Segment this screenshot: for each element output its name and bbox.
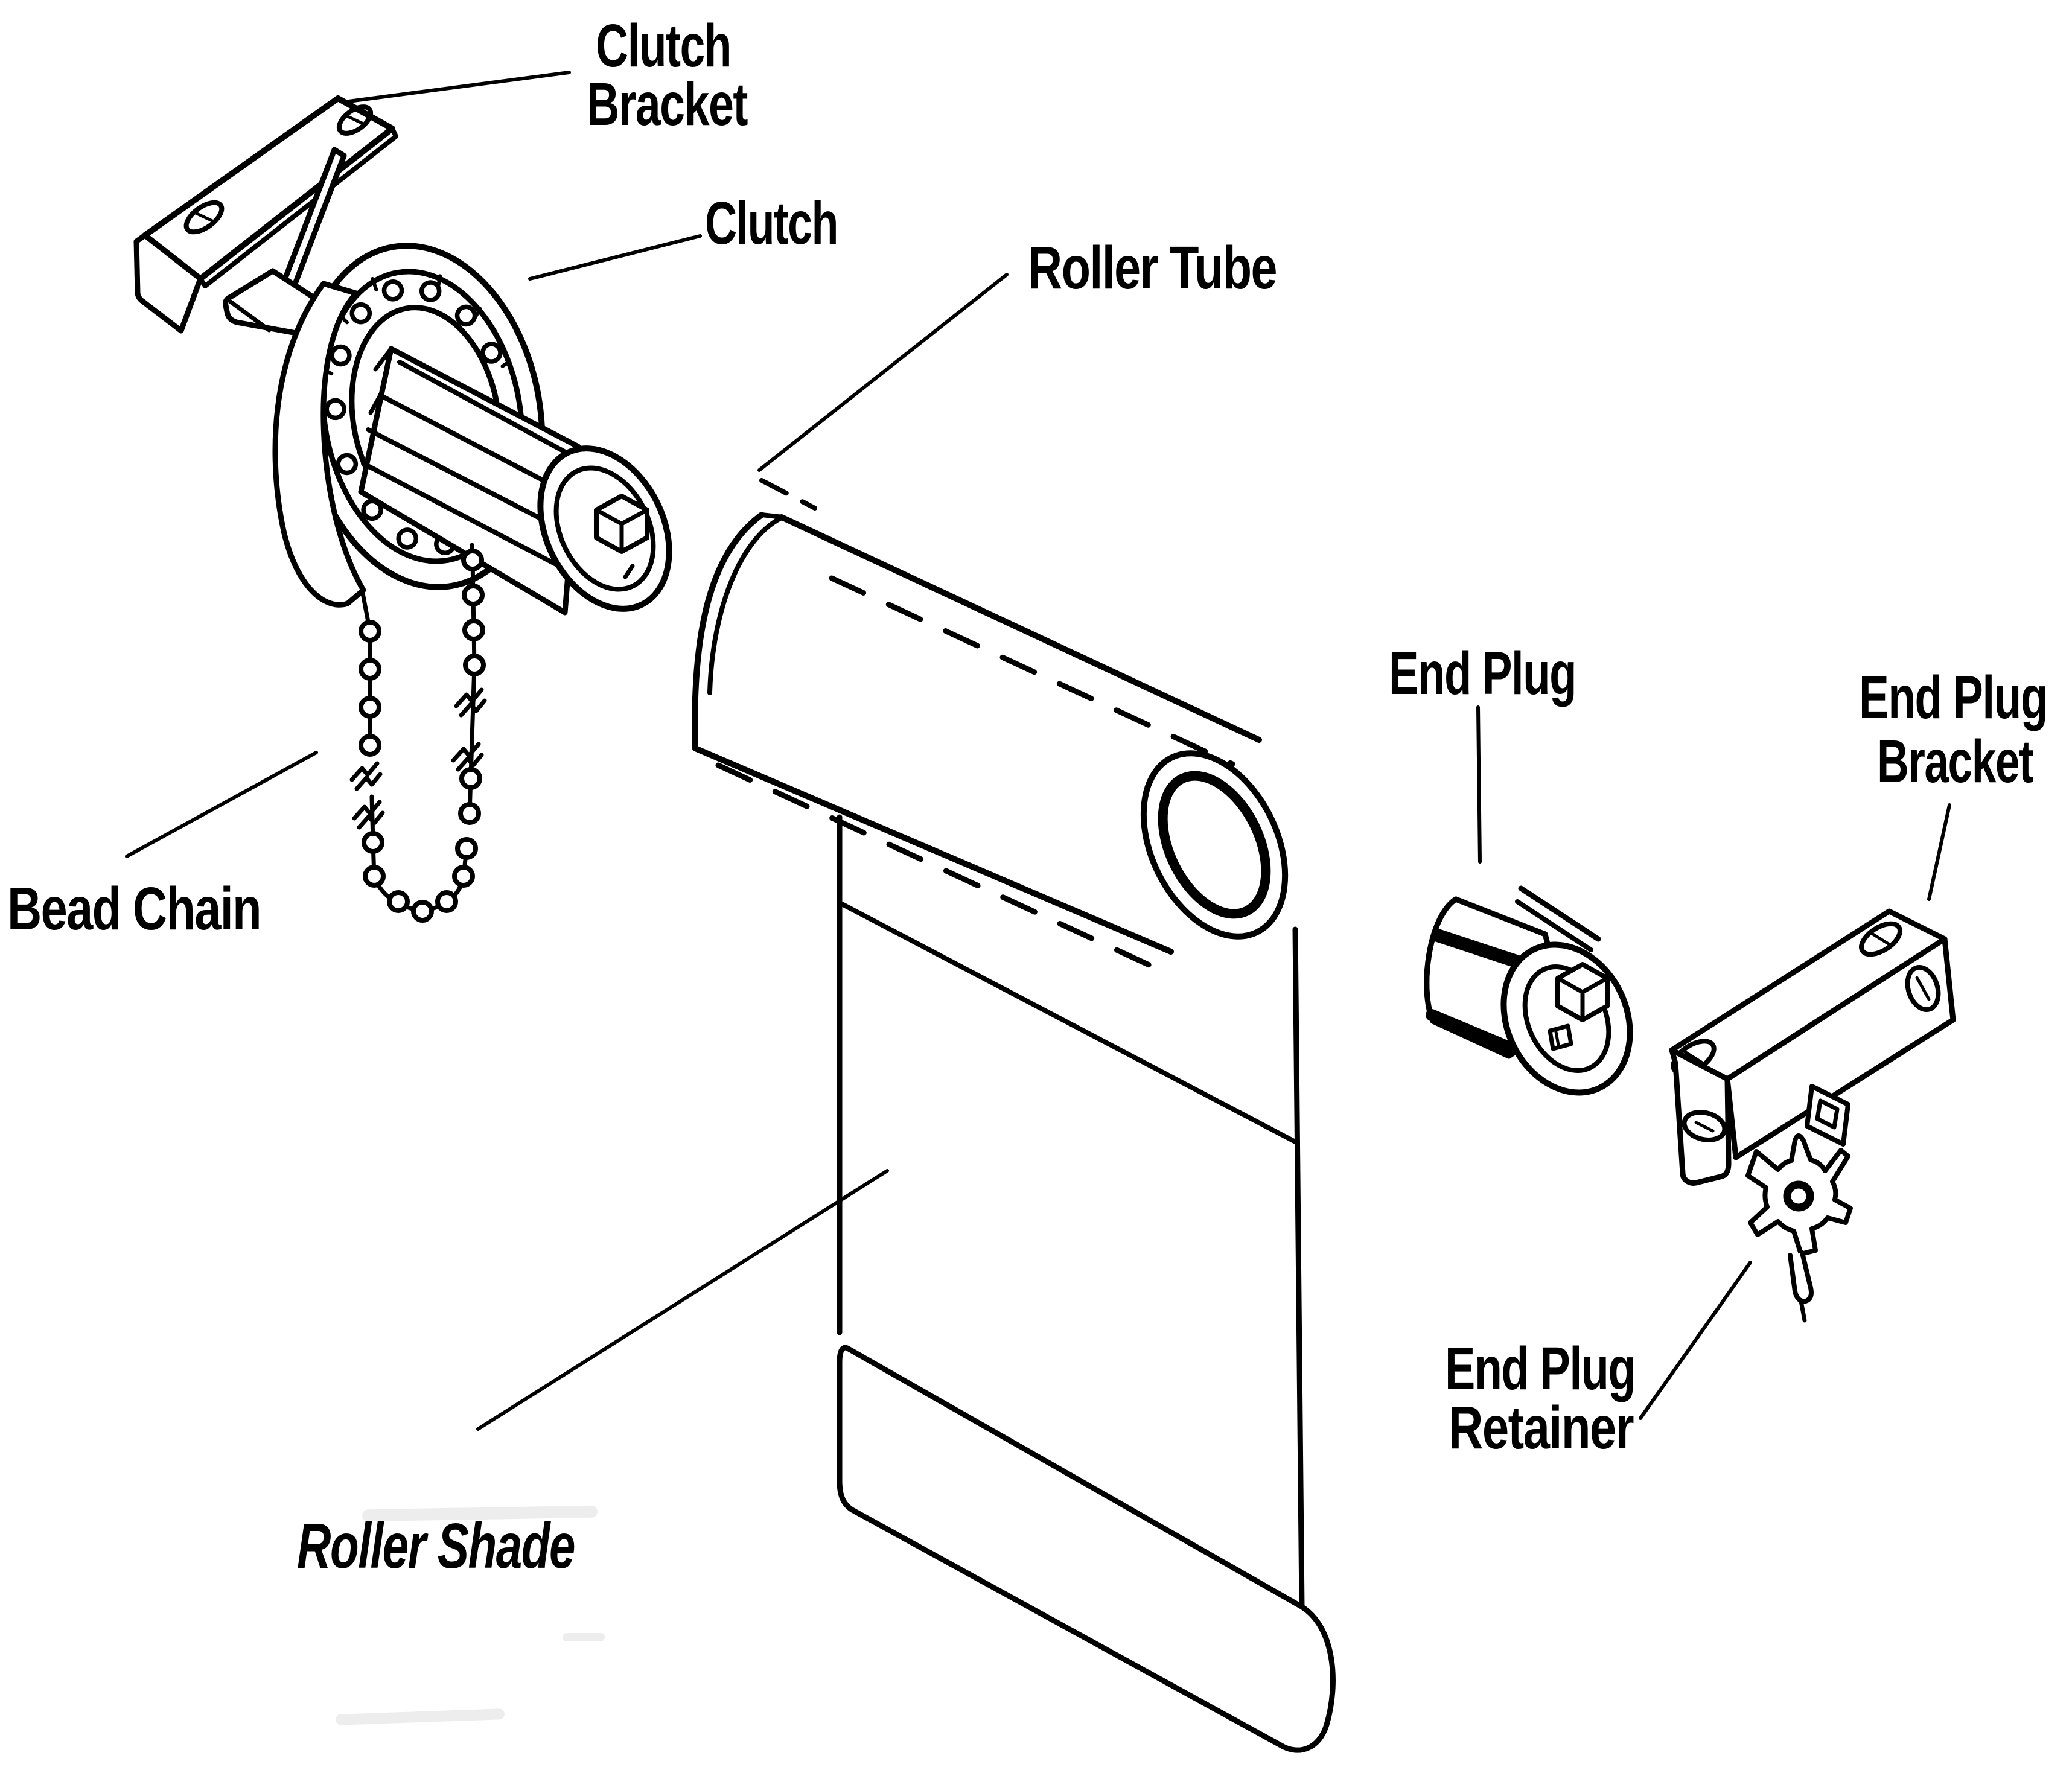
leader-end-plug-bracket — [1927, 803, 1951, 901]
leader-end-plug-retainer — [1639, 1261, 1752, 1420]
chain-guide-housing — [272, 281, 366, 608]
roller-shade-part — [336, 814, 1336, 1753]
label-end-plug: End Plug — [1389, 640, 1576, 707]
leader-roller-shade — [476, 1169, 889, 1431]
end-plug-part — [1424, 885, 1633, 1096]
leader-bead-chain — [125, 751, 318, 858]
chain-break-marks — [349, 687, 487, 830]
clutch-part — [272, 243, 672, 616]
spline-ridges — [361, 346, 585, 573]
leader-lines — [125, 71, 1951, 1431]
label-end-plug-bracket-line2: Bracket — [1877, 728, 2033, 795]
beads — [359, 549, 486, 923]
bead-chain-part — [349, 543, 487, 923]
label-end-plug-bracket-line1: End Plug — [1859, 664, 2047, 731]
hem-bar — [837, 1345, 1336, 1753]
label-clutch-bracket-line1: Clutch — [596, 12, 731, 80]
label-clutch-bracket-line2: Bracket — [587, 71, 748, 138]
leader-clutch — [528, 234, 702, 281]
label-roller-tube: Roller Tube — [1028, 234, 1277, 302]
label-clutch: Clutch — [705, 189, 838, 257]
roller-tube-part — [692, 478, 1289, 969]
end-plug-bracket-part — [1669, 908, 1956, 1186]
labels: Clutch Bracket Clutch Roller Tube Bead C… — [7, 12, 2048, 1582]
label-end-plug-retainer-line2: Retainer — [1449, 1394, 1634, 1462]
end-plug-retainer-part — [1745, 1133, 1853, 1323]
leader-clutch-bracket — [342, 71, 571, 104]
leader-end-plug — [1476, 705, 1482, 864]
leader-roller-tube — [757, 273, 1009, 472]
tube-end-opening — [1140, 750, 1289, 940]
label-end-plug-retainer-line1: End Plug — [1445, 1335, 1635, 1402]
label-bead-chain: Bead Chain — [7, 875, 261, 943]
scan-smudges — [336, 1505, 605, 1725]
label-roller-shade: Roller Shade — [297, 1511, 575, 1582]
